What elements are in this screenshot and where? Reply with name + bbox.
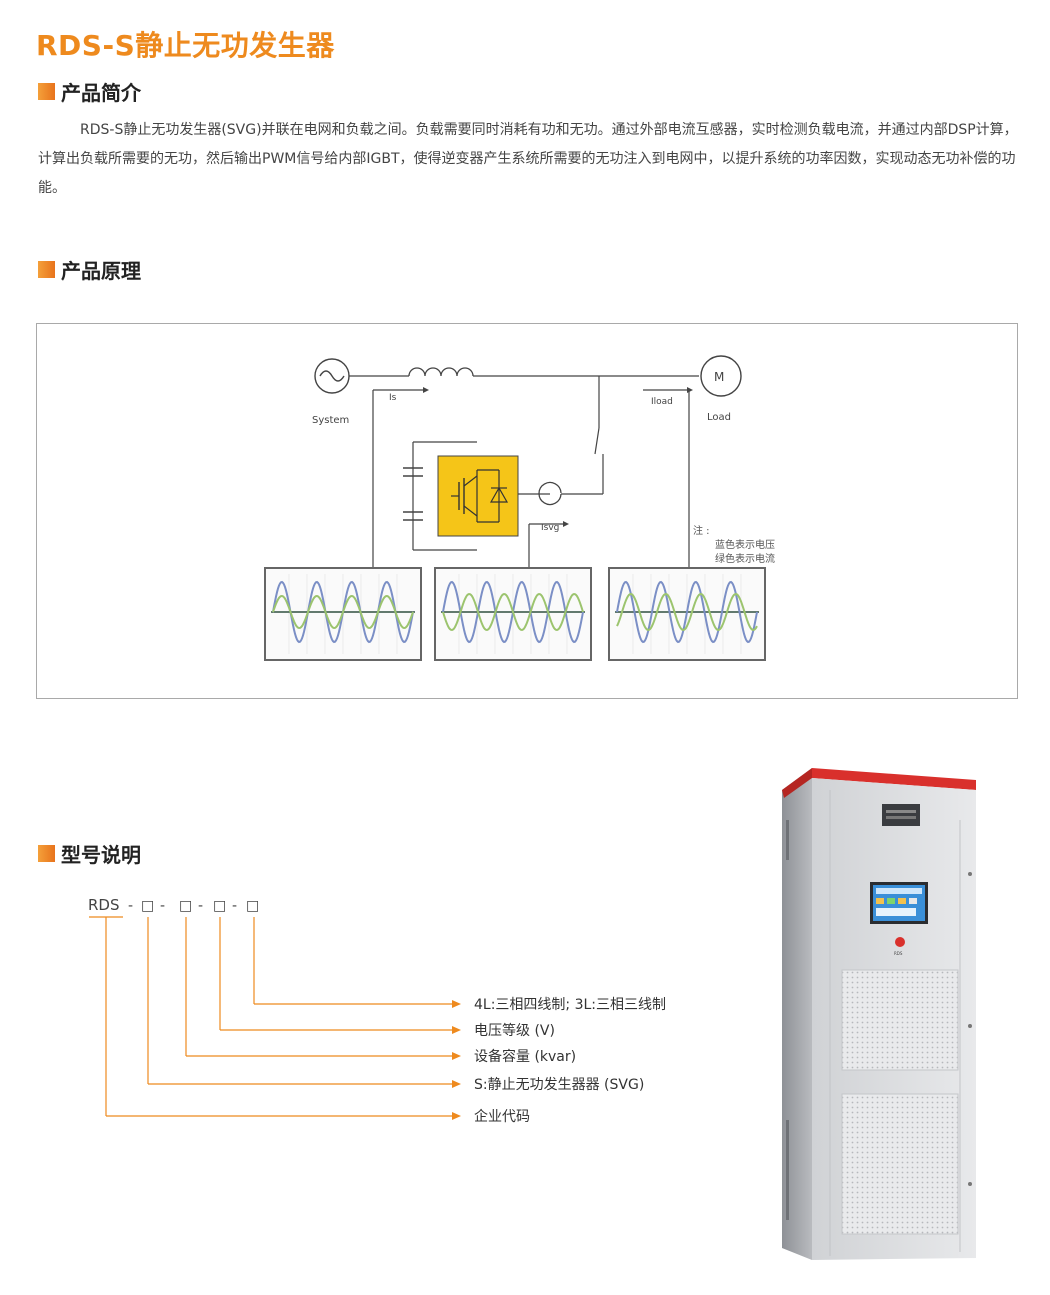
model-arrowheads [452, 1000, 461, 1120]
current-wave [616, 592, 758, 632]
note-title: 注 : [693, 524, 710, 537]
inductor-icon [408, 367, 474, 377]
cabinet-vent-upper [841, 969, 959, 1071]
motor-icon: M [700, 355, 742, 397]
motor-symbol: M [714, 370, 724, 384]
principle-diagram-svg: System M Load Is Iload [264, 355, 775, 661]
cabinet-stop-button-icon [895, 937, 905, 947]
model-slot-3: □ [213, 898, 226, 914]
is-label: Is [389, 393, 397, 403]
igbt-module-icon [437, 455, 519, 537]
principle-diagram: System M Load Is Iload [36, 323, 1018, 699]
model-leader-lines [89, 916, 452, 1117]
section-heading-principle: 产品原理 [38, 256, 141, 283]
current-wave [442, 592, 584, 632]
note-current: 绿色表示电流 [715, 552, 775, 565]
model-slot-2: □ [179, 898, 192, 914]
model-item-capacity: 设备容量 (kvar) [474, 1048, 576, 1065]
load-label: Load [707, 412, 731, 423]
isvg-label: Isvg [541, 523, 559, 533]
voltage-wave [616, 580, 758, 644]
capacitor-icon [403, 467, 423, 521]
section-marker-icon [38, 82, 55, 100]
section-heading-intro: 产品简介 [38, 78, 141, 105]
note-voltage: 蓝色表示电压 [715, 538, 775, 551]
ac-source-icon [314, 358, 350, 394]
section-heading-label: 产品原理 [61, 258, 141, 283]
current-wave [272, 594, 414, 630]
intro-paragraph: RDS-S静止无功发生器(SVG)并联在电网和负载之间。负载需要同时消耗有功和无… [38, 122, 1018, 196]
switch-icon [594, 427, 600, 455]
model-separator: - [232, 898, 237, 914]
cabinet-svg: RDS [782, 768, 976, 1260]
model-item-company: 企业代码 [474, 1108, 530, 1125]
cabinet-vent-lower [841, 1093, 959, 1235]
system-label: System [312, 415, 349, 426]
section-marker-icon [38, 260, 55, 278]
model-separator: - [160, 898, 165, 914]
model-item-wiring: 4L:三相四线制; 3L:三相三线制 [474, 997, 666, 1013]
cabinet-nameplate [882, 804, 920, 826]
page-title: RDS-S静止无功发生器 [36, 29, 335, 62]
model-prefix: RDS [88, 896, 120, 914]
section-heading-label: 产品简介 [61, 80, 141, 105]
model-item-voltage: 电压等级 (V) [474, 1022, 555, 1039]
cabinet-side-panel [782, 768, 812, 1260]
iload-label: Iload [651, 397, 673, 407]
cabinet-top-bar [812, 768, 976, 790]
cabinet-badge-text: RDS [894, 951, 903, 956]
section-heading-model: 型号说明 [38, 840, 141, 867]
svg-cabinet-image: RDS [770, 760, 990, 1270]
model-separator: - [128, 898, 133, 914]
section-marker-icon [38, 844, 55, 862]
model-separator: - [198, 898, 203, 914]
model-slot-1: □ [141, 898, 154, 914]
section-heading-label: 型号说明 [61, 842, 141, 867]
model-slot-4: □ [246, 898, 259, 914]
model-item-type: S:静止无功发生器器 (SVG) [474, 1077, 644, 1093]
